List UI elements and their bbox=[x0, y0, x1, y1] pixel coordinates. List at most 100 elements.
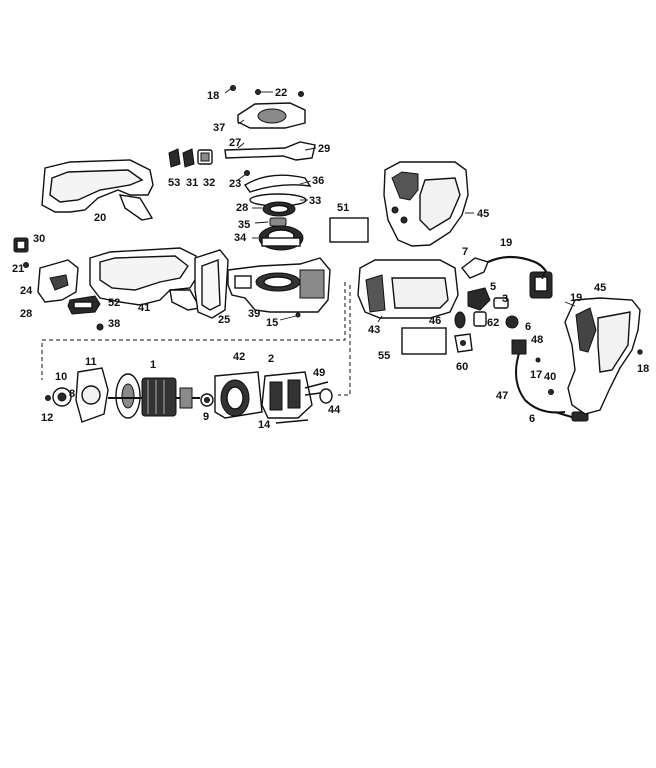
handle-housing-part-45-right bbox=[564, 297, 643, 415]
bearing-part-10 bbox=[52, 387, 72, 407]
screw-part-40 bbox=[548, 389, 554, 395]
cord-part-6-bottom bbox=[554, 411, 589, 422]
callout-15: 15 bbox=[266, 317, 278, 329]
callout-53: 53 bbox=[168, 177, 180, 189]
screw-part-17 bbox=[535, 357, 541, 363]
lever-part-29 bbox=[224, 141, 317, 161]
blade-clamp-part-24 bbox=[37, 259, 79, 303]
callout-47: 47 bbox=[496, 390, 508, 402]
callout-18b: 18 bbox=[637, 363, 649, 375]
callout-6b: 6 bbox=[529, 413, 535, 425]
spacer-part-46 bbox=[454, 311, 466, 329]
callout-1: 1 bbox=[150, 359, 156, 371]
callout-21: 21 bbox=[12, 263, 24, 275]
screw-part-12 bbox=[45, 395, 51, 401]
switch-parts-5-3 bbox=[467, 287, 509, 311]
brush-blocks-parts-53-31-32 bbox=[168, 148, 213, 168]
handle-half-part-20 bbox=[41, 159, 154, 221]
screw-part-38 bbox=[96, 323, 104, 331]
callout-42: 42 bbox=[233, 351, 245, 363]
label-plate-part-51 bbox=[329, 217, 369, 243]
callout-27: 27 bbox=[229, 137, 241, 149]
callout-2: 2 bbox=[268, 353, 274, 365]
cord-assembly-part-47 bbox=[511, 339, 566, 414]
cord-protector-part-7-top bbox=[461, 257, 489, 279]
callout-9: 9 bbox=[203, 411, 209, 423]
bearing-part-28 bbox=[252, 201, 296, 217]
bearing-part-9 bbox=[200, 393, 214, 407]
screws-part-14 bbox=[275, 419, 309, 424]
callout-35: 35 bbox=[238, 219, 250, 231]
spring-part-35 bbox=[254, 217, 287, 227]
callout-5: 5 bbox=[490, 281, 496, 293]
callout-28b: 28 bbox=[20, 308, 32, 320]
callout-31: 31 bbox=[186, 177, 198, 189]
callout-labels: 18 22 37 27 29 23 53 31 32 36 28 33 35 3… bbox=[12, 87, 649, 431]
screw-part-21 bbox=[23, 262, 29, 268]
bushing-part-44 bbox=[319, 388, 333, 404]
callout-43: 43 bbox=[368, 324, 380, 336]
callout-45b: 45 bbox=[594, 282, 606, 294]
spring-clip-part-36 bbox=[243, 174, 312, 193]
screw-part-19-right bbox=[564, 301, 576, 307]
field-part-42 bbox=[214, 371, 263, 419]
cover-plate-part-37 bbox=[237, 102, 306, 129]
label-plate-part-55 bbox=[401, 327, 447, 355]
armature-part-1 bbox=[108, 377, 200, 417]
callout-12: 12 bbox=[41, 412, 53, 424]
brush-holder-parts-62-6 bbox=[473, 311, 519, 329]
callout-14: 14 bbox=[258, 419, 271, 431]
callout-32: 32 bbox=[203, 177, 215, 189]
callout-38: 38 bbox=[108, 318, 120, 330]
callout-19a: 19 bbox=[500, 237, 512, 249]
callout-36: 36 bbox=[312, 175, 324, 187]
callout-19b: 19 bbox=[570, 292, 582, 304]
callout-33: 33 bbox=[309, 195, 321, 207]
gear-case-part-39 bbox=[227, 257, 331, 313]
callout-29: 29 bbox=[318, 143, 330, 155]
callout-7a: 7 bbox=[462, 246, 468, 258]
callout-23: 23 bbox=[229, 178, 241, 190]
callout-37: 37 bbox=[213, 122, 225, 134]
pin-part-15 bbox=[279, 312, 301, 321]
callout-48: 48 bbox=[531, 334, 543, 346]
callout-24: 24 bbox=[20, 285, 33, 297]
assembly-dashed-line-left bbox=[41, 282, 346, 380]
callout-51: 51 bbox=[337, 202, 349, 214]
callout-10: 10 bbox=[55, 371, 67, 383]
callout-30: 30 bbox=[33, 233, 45, 245]
callout-52: 52 bbox=[108, 297, 120, 309]
cord-part-19-top bbox=[487, 255, 553, 299]
callout-45a: 45 bbox=[477, 208, 489, 220]
callout-3: 3 bbox=[502, 293, 508, 305]
field-housing-part-43 bbox=[357, 259, 459, 323]
callout-17: 17 bbox=[530, 369, 542, 381]
field-coils-part-2 bbox=[261, 371, 313, 419]
lever-part-52 bbox=[67, 295, 101, 315]
callout-40: 40 bbox=[544, 371, 556, 383]
fan-part-1-left bbox=[115, 373, 141, 419]
callout-34: 34 bbox=[234, 232, 247, 244]
callout-25: 25 bbox=[218, 314, 230, 326]
motor-housing-part-45-top bbox=[383, 161, 474, 247]
screws-part-22 bbox=[255, 89, 304, 97]
callout-55: 55 bbox=[378, 350, 390, 362]
callout-8: 8 bbox=[69, 388, 75, 400]
callout-18a: 18 bbox=[207, 90, 219, 102]
baffle-part-11 bbox=[75, 367, 109, 423]
callout-60: 60 bbox=[456, 361, 468, 373]
gear-part-34 bbox=[252, 225, 304, 251]
callout-44: 44 bbox=[328, 404, 341, 416]
assembly-dashed-line-right bbox=[338, 285, 351, 396]
handle-half-part-41 bbox=[89, 247, 202, 311]
pin-part-27 bbox=[237, 142, 245, 149]
callout-11: 11 bbox=[85, 356, 97, 368]
callout-20: 20 bbox=[94, 212, 106, 224]
gasket-part-25 bbox=[194, 249, 229, 319]
callout-46: 46 bbox=[429, 315, 441, 327]
callout-49: 49 bbox=[313, 367, 325, 379]
callout-22: 22 bbox=[275, 87, 287, 99]
callout-41: 41 bbox=[138, 302, 150, 314]
callout-39: 39 bbox=[248, 308, 260, 320]
